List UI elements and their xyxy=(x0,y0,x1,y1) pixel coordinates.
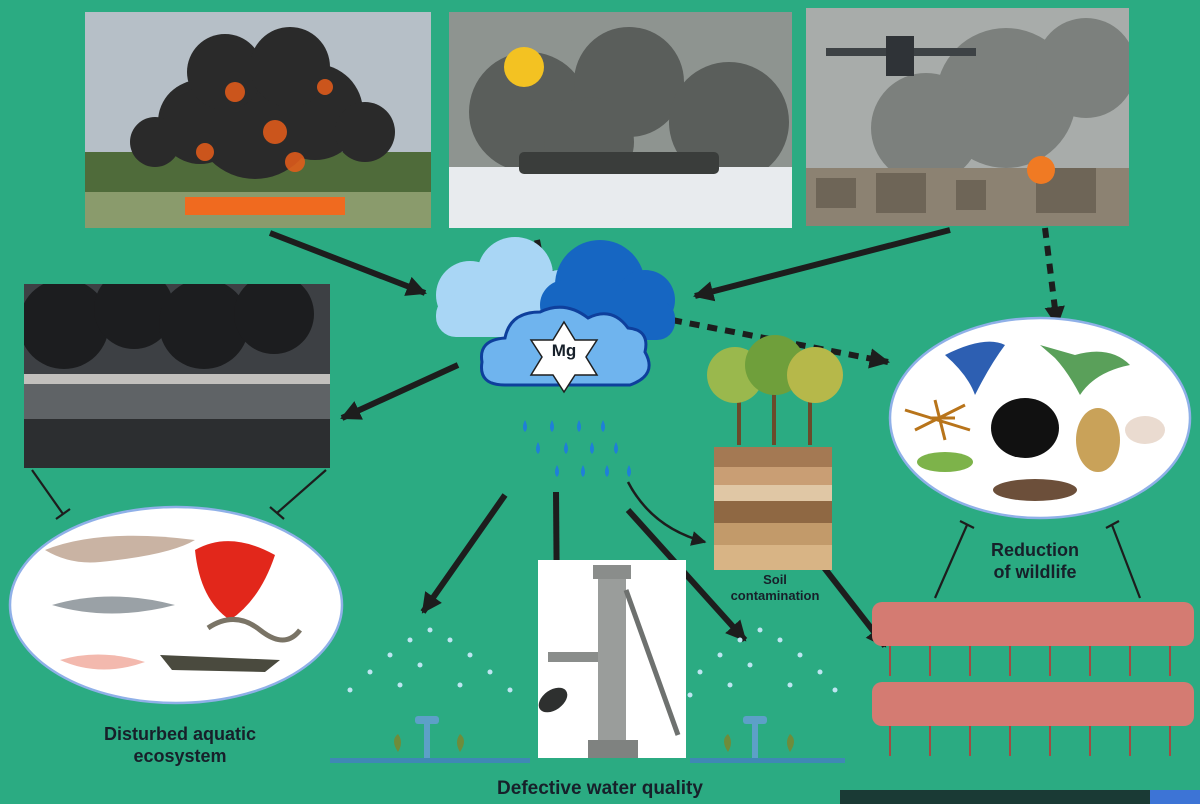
ferret-icon xyxy=(993,479,1077,501)
hummingbird-icon xyxy=(1040,345,1130,395)
gorilla-icon xyxy=(991,398,1059,458)
arrow-jet-to-cloud xyxy=(693,227,951,302)
bottom-bar-accent xyxy=(1150,790,1200,804)
tank-battle-photo xyxy=(449,12,792,228)
monkey-icon xyxy=(1076,408,1120,472)
oil-fire-photo xyxy=(24,284,330,468)
arrow-cloud-to-oil xyxy=(340,362,460,421)
crocodile-icon xyxy=(160,655,280,672)
betta-fish-icon xyxy=(195,541,275,620)
explosion-photo xyxy=(85,12,431,228)
spider-icon xyxy=(904,399,971,441)
sprinkler-icon xyxy=(687,627,845,763)
arrow-explosion-to-cloud xyxy=(268,230,427,296)
eel-icon xyxy=(206,617,302,643)
rabbit-icon xyxy=(1125,416,1165,444)
aquatic-ecosystem-ellipse xyxy=(8,505,344,705)
hand-pump-photo xyxy=(538,560,686,758)
arrow-jet-to-wildlife xyxy=(1042,227,1065,328)
caterpillar-icon xyxy=(917,452,973,472)
mg-label: Mg xyxy=(551,341,577,360)
label-water-quality: Defective water quality xyxy=(497,778,703,799)
trees-icon xyxy=(707,335,843,445)
arrow-rain-to-soil xyxy=(626,481,707,546)
inhibition-lines xyxy=(31,469,1142,599)
arrow-rain-to-sprinkler-left xyxy=(420,493,508,614)
arrow-rain-to-sprinkler-right xyxy=(625,507,748,643)
pink-fish-icon xyxy=(60,654,145,670)
label-aquatic-ecosystem: Disturbed aquatic ecosystem xyxy=(103,724,257,766)
sprinkler-icon xyxy=(330,627,530,763)
wildlife-ellipse xyxy=(888,316,1192,520)
droplets xyxy=(523,420,631,477)
label-wildlife-reduction: Reduction of wildlife xyxy=(991,540,1079,582)
swallow-icon xyxy=(945,341,1005,395)
soil-layers-icon xyxy=(714,447,832,570)
bottom-bar xyxy=(840,790,1150,804)
jet-bombing-photo xyxy=(806,8,1129,226)
label-soil-contamination: Soil contamination xyxy=(730,572,820,603)
forest-icon xyxy=(872,602,1194,756)
mg-cloud-icon xyxy=(436,237,675,394)
shark-icon xyxy=(45,535,195,563)
fish-gray-icon xyxy=(52,596,175,614)
